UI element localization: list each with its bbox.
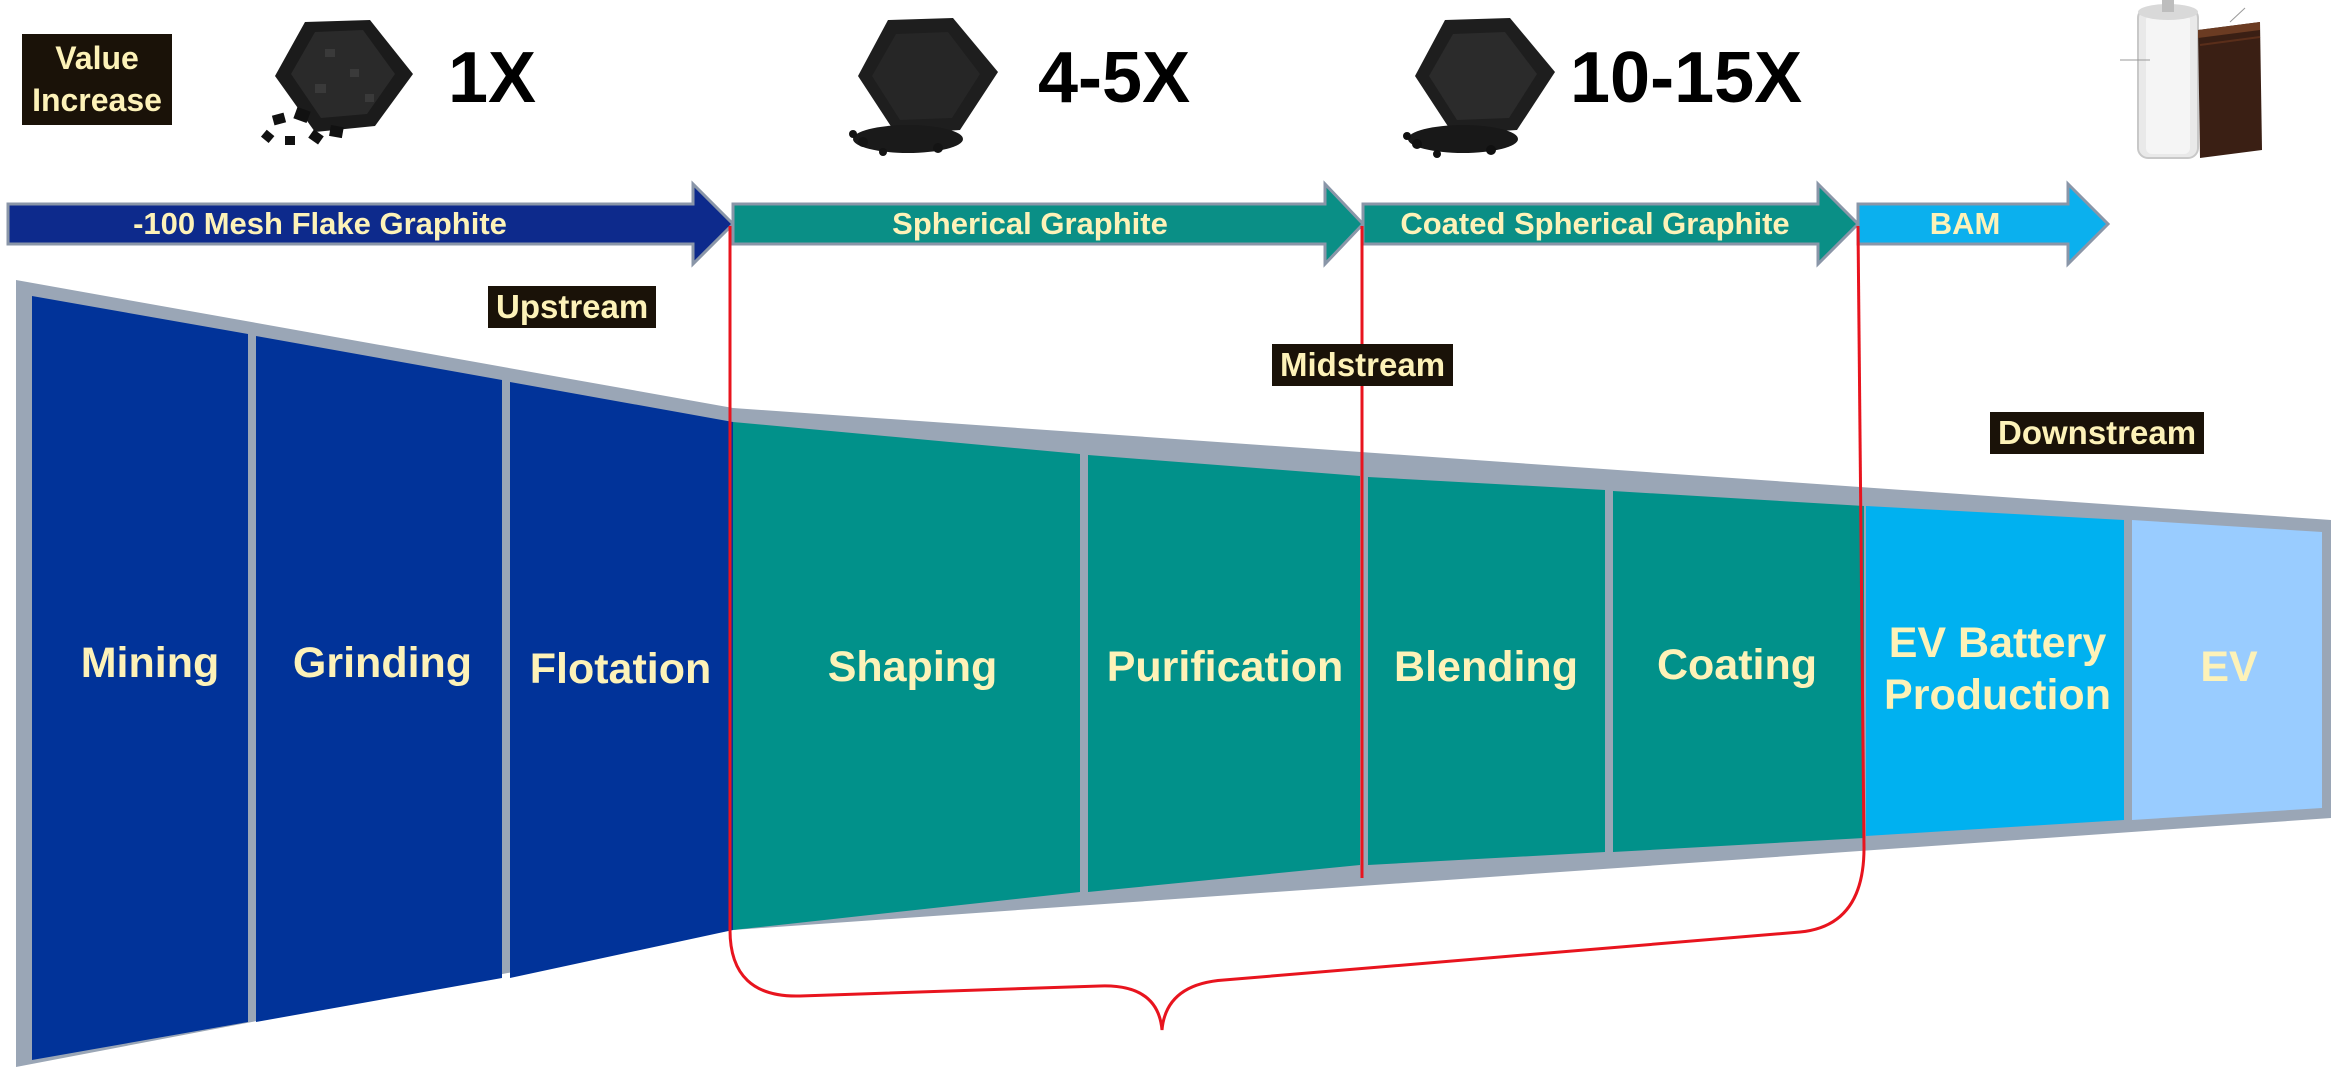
stage-block-flotation	[510, 382, 733, 978]
multiplier-1x: 1X	[448, 38, 537, 118]
stage-ev: EV	[2200, 643, 2258, 691]
coated-graphite-pile-icon	[1403, 18, 1555, 158]
stage-shaping: Shaping	[827, 643, 998, 691]
downstream-tag: Downstream	[1990, 412, 2205, 454]
stage-purification: Purification	[1106, 643, 1344, 691]
arrow-label-bam: BAM	[1929, 206, 2001, 241]
stage-block-ev-battery	[1866, 506, 2124, 836]
stage-block-purification	[1088, 455, 1360, 892]
midstream-tag: Midstream	[1272, 344, 1454, 386]
graphite-flake-pile-icon	[260, 20, 413, 145]
value-increase-tag: Value Increase	[22, 34, 172, 126]
stage-block-shaping	[733, 422, 1080, 930]
value-chain-funnel	[16, 280, 2331, 1067]
arrow-label-spherical-graphite: Spherical Graphite	[892, 206, 1168, 241]
multiplier-10-15x: 10-15X	[1570, 38, 1803, 118]
arrow-flake-graphite	[6, 180, 736, 268]
stage-ev-battery-production: EV Battery Production	[1884, 619, 2111, 719]
stage-coating: Coating	[1656, 641, 1818, 689]
multiplier-4-5x: 4-5X	[1038, 38, 1191, 118]
stage-block-grinding	[256, 336, 502, 1022]
stage-block-coating	[1613, 491, 1864, 852]
stage-block-mining	[32, 296, 248, 1060]
stage-block-ev	[2132, 520, 2322, 820]
graphite-powder-pile-icon	[849, 18, 998, 156]
stage-block-blending	[1368, 477, 1605, 865]
arrow-label-flake-graphite: -100 Mesh Flake Graphite	[133, 206, 507, 241]
battery-cell-cutaway-icon	[2120, 0, 2262, 159]
stage-grinding: Grinding	[292, 639, 473, 687]
arrow-bam	[1856, 180, 2111, 268]
arrow-coated-spherical-graphite	[1361, 180, 1861, 268]
product-arrows	[6, 180, 2111, 268]
stage-mining: Mining	[80, 639, 220, 687]
arrow-spherical-graphite	[731, 180, 1366, 268]
arrow-label-coated-spherical-graphite: Coated Spherical Graphite	[1400, 206, 1790, 241]
stage-flotation: Flotation	[529, 645, 712, 693]
stage-blending: Blending	[1394, 643, 1578, 691]
upstream-tag: Upstream	[488, 286, 657, 328]
